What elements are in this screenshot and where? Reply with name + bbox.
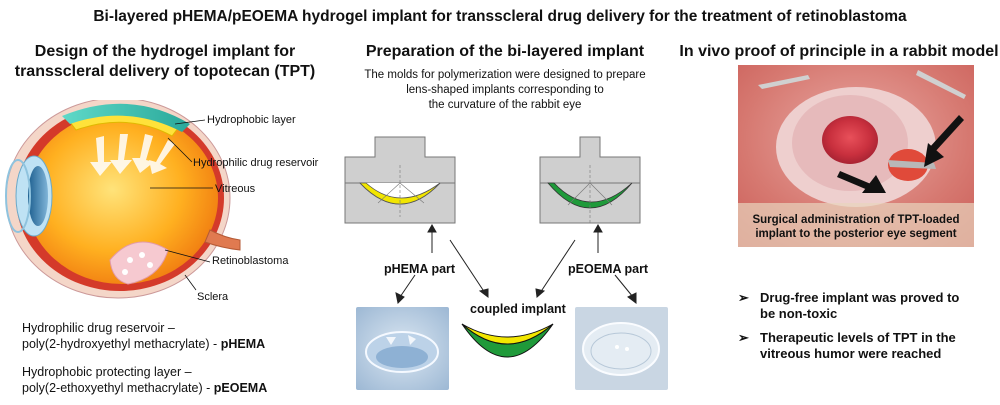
mold-description-line1: The molds for polymerization were design… xyxy=(364,69,646,81)
flow-arrows xyxy=(395,223,637,305)
left-heading-line1: Design of the hydrogel implant for xyxy=(34,43,296,60)
desc-hydrophilic-polymer: poly(2-hydroxyethyl methacrylate) - xyxy=(22,337,221,351)
surgery-caption-line1: Surgical administration of TPT-loaded xyxy=(752,214,960,226)
arrow-bullet-icon: ➢ xyxy=(738,330,749,345)
coupled-implant-label: coupled implant xyxy=(470,302,566,316)
phema-part-label: pHEMA part xyxy=(384,262,456,276)
diffusion-arrows xyxy=(90,134,175,176)
indicator-arrows xyxy=(837,115,964,193)
left-heading: Design of the hydrogel implant for trans… xyxy=(0,42,330,82)
surgery-caption: Surgical administration of TPT-loaded im… xyxy=(738,213,974,241)
finding-2-line2: vitreous humor were reached xyxy=(760,346,942,361)
desc-hydrophobic-line2: poly(2-ethoxyethyl methacrylate) - pEOEM… xyxy=(22,380,322,396)
page-title: Bi-layered pHEMA/pEOEMA hydrogel implant… xyxy=(93,8,907,25)
arrow-bullet-icon: ➢ xyxy=(738,290,749,305)
finding-item: ➢ Drug-free implant was proved to be non… xyxy=(738,290,998,322)
peoema-implant-photo xyxy=(575,307,668,390)
finding-item: ➢ Therapeutic levels of TPT in the vitre… xyxy=(738,330,998,362)
desc-hydrophilic-line1: Hydrophilic drug reservoir – xyxy=(22,321,175,335)
mold-description-line2: lens-shaped implants corresponding to xyxy=(406,84,604,96)
finding-2-line1: Therapeutic levels of TPT in the xyxy=(760,330,956,345)
desc-hydrophobic-line1: Hydrophobic protecting layer – xyxy=(22,365,192,379)
label-sclera: Sclera xyxy=(197,291,229,303)
retinoblastoma-tumor xyxy=(109,241,169,285)
desc-hydrophilic-abbrev: pHEMA xyxy=(220,337,266,351)
finding-1-line1: Drug-free implant was proved to xyxy=(760,290,960,305)
label-hydrophobic-layer: Hydrophobic layer xyxy=(207,114,296,126)
eye-cross-section-illustration xyxy=(5,100,241,299)
label-leader-lines xyxy=(150,119,213,291)
vitreous-body xyxy=(26,112,218,284)
middle-heading: Preparation of the bi-layered implant xyxy=(365,43,645,60)
desc-hydrophobic-polymer: poly(2-ethoxyethyl methacrylate) - xyxy=(22,381,214,395)
peoema-mold-diagram xyxy=(539,136,641,224)
desc-hydrophobic-abbrev: pEOEMA xyxy=(213,381,268,395)
rabbit-surgery-photo: Surgical administration of TPT-loaded im… xyxy=(738,65,974,247)
hydrophobic-layer-shape xyxy=(62,103,190,132)
desc-hydrophilic: Hydrophilic drug reservoir – poly(2-hydr… xyxy=(22,320,322,352)
left-heading-line2: transscleral delivery of topotecan (TPT) xyxy=(14,63,316,80)
label-vitreous: Vitreous xyxy=(215,183,256,195)
findings-list: ➢ Drug-free implant was proved to be non… xyxy=(738,290,998,362)
mold-diagrams xyxy=(344,136,641,305)
right-heading: In vivo proof of principle in a rabbit m… xyxy=(679,43,999,60)
mold-description: The molds for polymerization were design… xyxy=(340,68,670,113)
coupled-implant-graphic xyxy=(461,323,554,358)
phema-implant-photo xyxy=(356,307,449,390)
lens-and-cornea xyxy=(5,155,53,237)
finding-1-line2: be non-toxic xyxy=(760,306,838,321)
label-retinoblastoma: Retinoblastoma xyxy=(212,255,289,267)
desc-hydrophilic-line2: poly(2-hydroxyethyl methacrylate) - pHEM… xyxy=(22,336,322,352)
surgery-caption-line2: implant to the posterior eye segment xyxy=(755,228,957,240)
desc-hydrophobic: Hydrophobic protecting layer – poly(2-et… xyxy=(22,364,322,396)
peoema-part-label: pEOEMA part xyxy=(568,262,649,276)
phema-mold-diagram xyxy=(344,136,456,224)
optic-nerve xyxy=(204,229,241,251)
mold-description-line3: the curvature of the rabbit eye xyxy=(428,99,582,111)
label-hydrophilic-reservoir: Hydrophilic drug reservoir xyxy=(193,157,319,169)
rabbit-eye-image xyxy=(738,65,974,247)
